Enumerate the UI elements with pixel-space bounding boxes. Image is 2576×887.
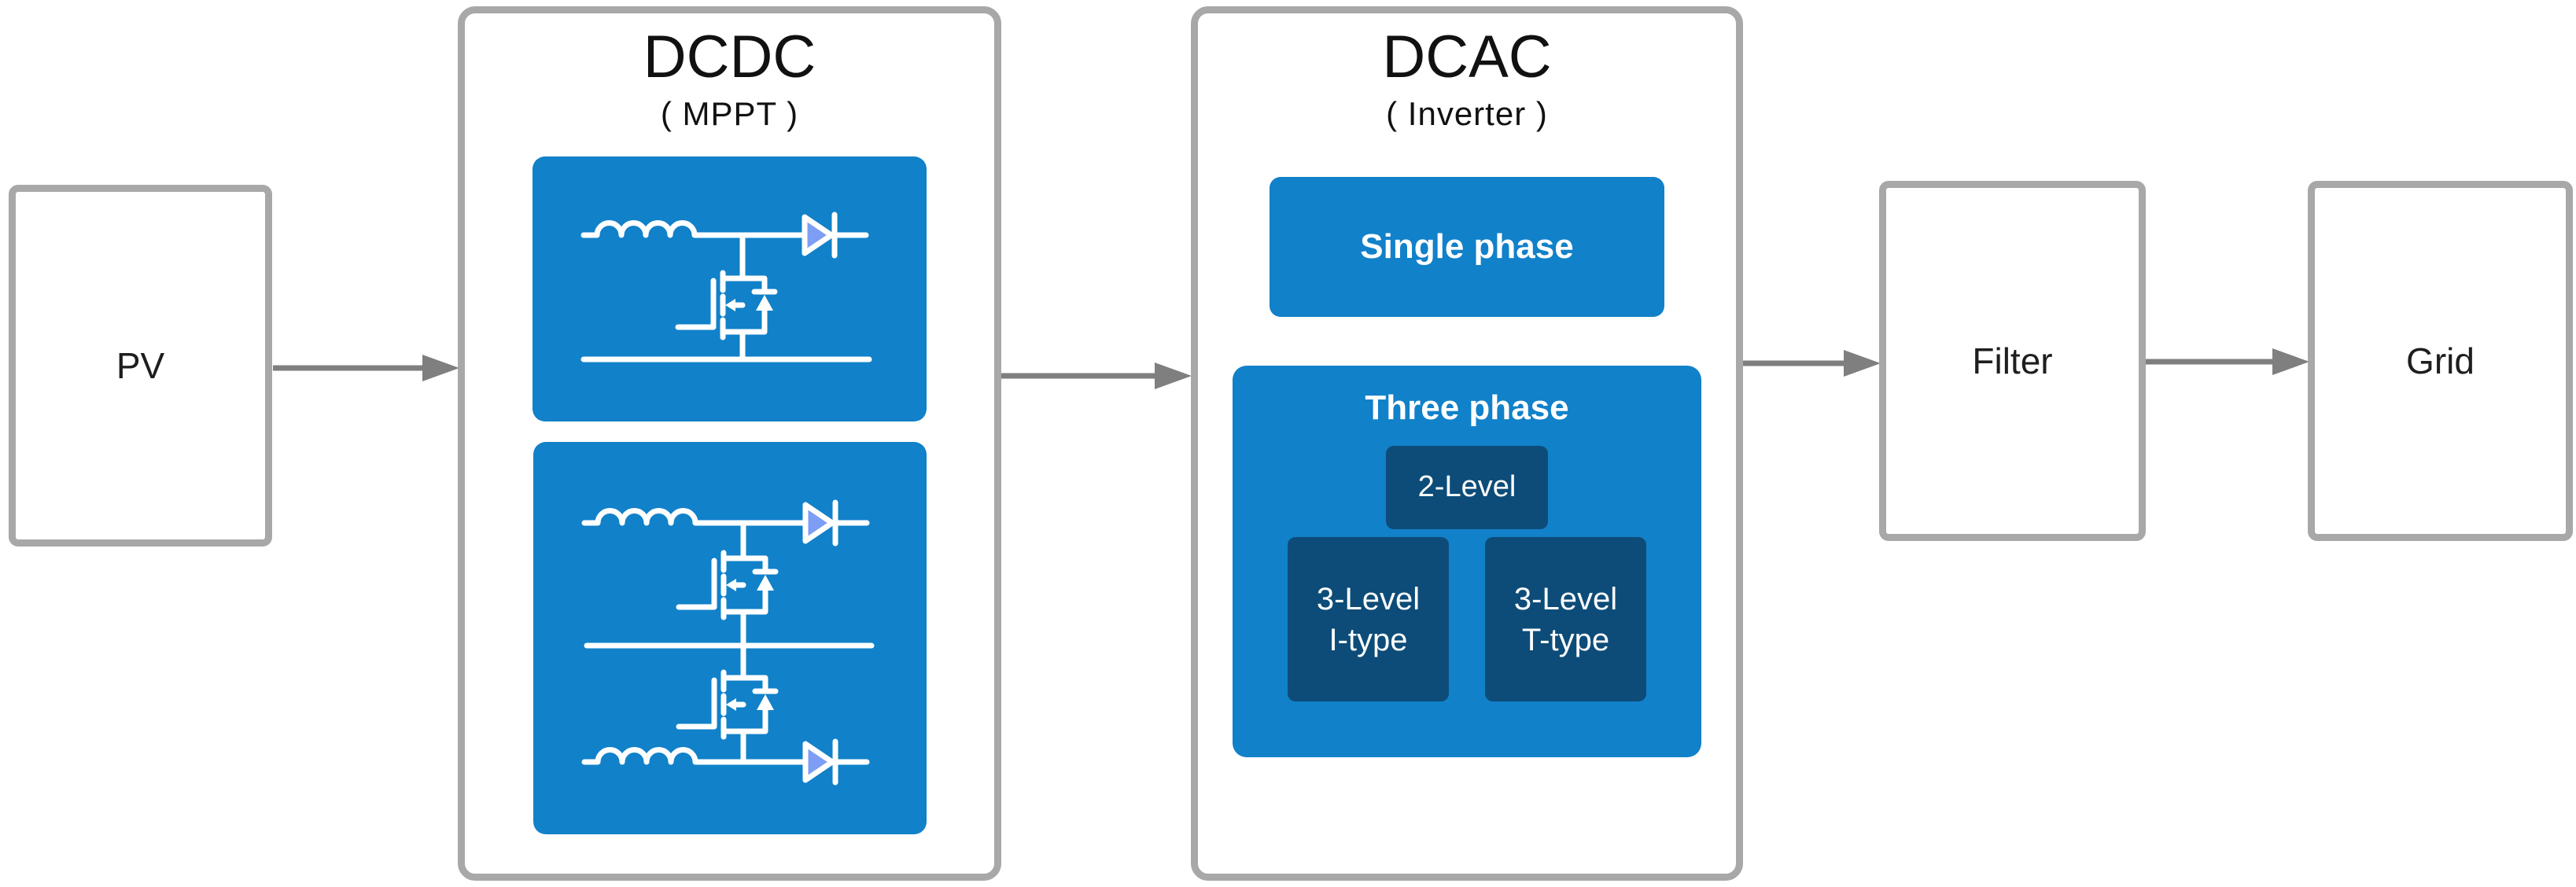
grid-node: Grid	[2308, 181, 2573, 541]
dcdc-title: DCDC	[643, 24, 816, 90]
diode-icon	[802, 502, 835, 544]
single-phase-option: Single phase	[1270, 177, 1664, 318]
dcac-subtitle: ( Inverter )	[1386, 94, 1548, 132]
option-3-level-t-type: 3-Level T-type	[1485, 537, 1646, 701]
body-diode-icon	[756, 575, 774, 591]
inductor-icon	[581, 747, 808, 765]
dual-interleaved-boost-converter-circuit-icon	[533, 442, 927, 835]
mosfet-gate-icon	[676, 677, 717, 730]
body-diode-icon	[756, 694, 774, 711]
diode-icon	[802, 741, 835, 783]
single-phase-label: Single phase	[1360, 227, 1574, 267]
option-3-level-t-type-line1: 3-Level	[1513, 581, 1618, 616]
arrow-pv-to-dcdc	[273, 355, 459, 381]
boost-converter-circuit-icon	[533, 156, 927, 422]
mosfet-gate-icon	[675, 278, 717, 330]
arrow-filter-to-grid	[2145, 348, 2309, 375]
arrow-dcdc-to-dcac	[1001, 363, 1192, 389]
mosfet-gate-icon	[676, 558, 717, 610]
option-3-level-i-type: 3-Level I-type	[1288, 537, 1449, 701]
option-2-level: 2-Level	[1386, 446, 1548, 529]
inductor-icon	[581, 508, 808, 526]
pv-node: PV	[9, 185, 272, 547]
option-2-level-label: 2-Level	[1417, 470, 1516, 504]
arrow-dcac-to-filter	[1742, 350, 1881, 377]
option-3-level-i-type-line1: 3-Level	[1316, 581, 1421, 616]
three-phase-panel: Three phase 2-Level 3-Level I-type 3-Lev…	[1233, 366, 1701, 758]
dcac-title: DCAC	[1382, 24, 1552, 90]
three-level-row: 3-Level I-type 3-Level T-type	[1288, 537, 1646, 701]
dcdc-subtitle: ( MPPT )	[660, 94, 799, 132]
filter-node: Filter	[1879, 181, 2146, 541]
three-phase-label: Three phase	[1365, 388, 1569, 428]
dcdc-container: DCDC ( MPPT )	[458, 6, 1001, 881]
grid-label: Grid	[2406, 340, 2475, 381]
body-diode-icon	[756, 295, 773, 311]
dcac-container: DCAC ( Inverter ) Single phase Three pha…	[1191, 6, 1743, 881]
pv-label: PV	[116, 345, 165, 386]
diode-icon	[802, 214, 835, 256]
filter-label: Filter	[1972, 340, 2053, 381]
option-3-level-t-type-line2: T-type	[1521, 622, 1610, 657]
option-3-level-i-type-line2: I-type	[1329, 622, 1408, 657]
inductor-icon	[580, 220, 808, 238]
